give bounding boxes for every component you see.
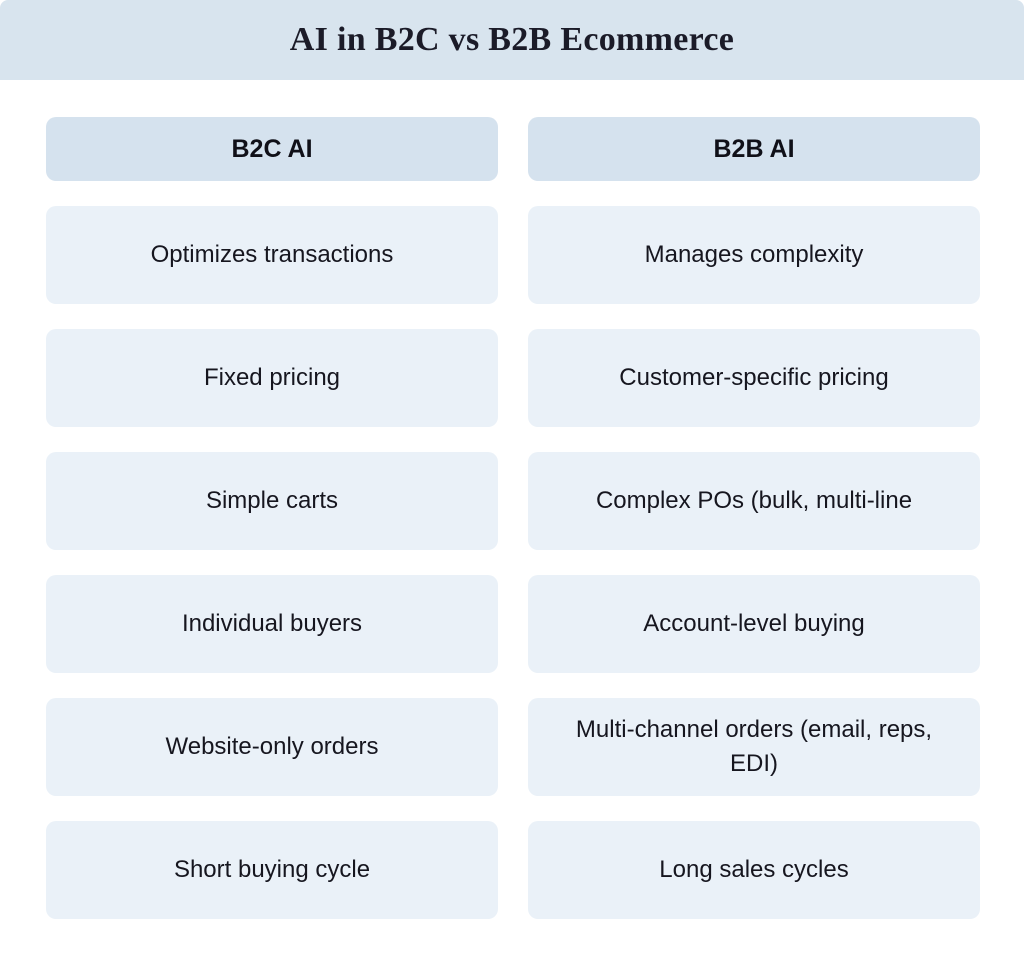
comparison-table: B2C AI B2B AI Optimizes transactions Man… [46,117,980,919]
table-cell-b2b-row-1: Manages complexity [528,206,980,304]
table-cell-b2b-row-3: Complex POs (bulk, multi-line [528,452,980,550]
table-cell-b2c-row-5: Website-only orders [46,698,498,796]
page-title: AI in B2C vs B2B Ecommerce [289,21,735,58]
table-cell-b2c-row-4: Individual buyers [46,575,498,673]
table-cell-b2c-row-2: Fixed pricing [46,329,498,427]
table-cell-b2b-row-6: Long sales cycles [528,821,980,919]
table-cell-b2c-row-3: Simple carts [46,452,498,550]
column-header-b2c: B2C AI [46,117,498,181]
table-cell-b2b-row-5: Multi-channel orders (email, reps, EDI) [528,698,980,796]
table-cell-b2b-row-2: Customer-specific pricing [528,329,980,427]
column-header-b2b: B2B AI [528,117,980,181]
table-cell-b2b-row-4: Account-level buying [528,575,980,673]
table-cell-b2c-row-1: Optimizes transactions [46,206,498,304]
title-banner: AI in B2C vs B2B Ecommerce [0,0,1024,80]
table-cell-b2c-row-6: Short buying cycle [46,821,498,919]
